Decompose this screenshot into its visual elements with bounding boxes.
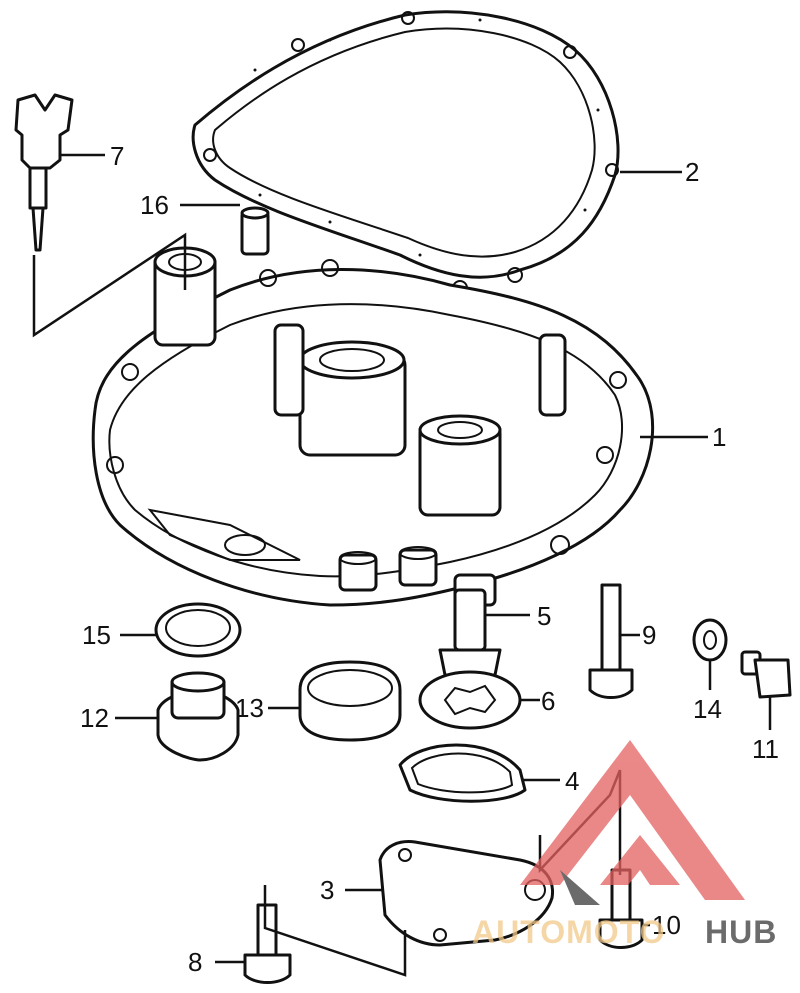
callout-6: 6 [541, 686, 555, 716]
callout-15: 15 [82, 620, 111, 650]
dipstick-part [14, 93, 105, 252]
callout-7: 7 [110, 141, 124, 171]
oil-seal-part [268, 660, 402, 742]
flange-bolt-8-part [215, 903, 292, 984]
dowel-pin-part [180, 203, 270, 256]
pump-gasket-part [398, 743, 560, 803]
callout-12: 12 [80, 703, 109, 733]
watermark-logo: AUTOMOTO HUB [472, 740, 777, 950]
watermark-word1: AUTOMOTO [472, 914, 665, 950]
callout-9: 9 [642, 620, 656, 650]
watermark-arrow [560, 870, 600, 905]
o-ring-part [120, 602, 242, 658]
callout-4: 4 [565, 766, 579, 796]
callout-13: 13 [235, 693, 264, 723]
callout-16: 16 [140, 190, 169, 220]
callout-11: 11 [752, 734, 779, 764]
gasket-part [191, 10, 620, 296]
callout-8: 8 [188, 947, 202, 977]
pump-cover-part [345, 840, 555, 947]
flange-bolt-9-part [588, 583, 640, 699]
crankcase-cover-part [91, 246, 655, 607]
filler-plug-part [115, 671, 240, 762]
callout-3: 3 [320, 875, 334, 905]
washer-part [692, 618, 728, 690]
drain-bolt-part [740, 650, 792, 730]
callout-labels: 1 2 3 4 5 6 7 8 9 10 11 12 13 14 15 16 [80, 141, 779, 977]
watermark-triangle [520, 740, 745, 900]
callout-5: 5 [537, 601, 551, 631]
callout-10: 10 [652, 910, 681, 940]
watermark-inner-triangle [600, 835, 680, 885]
pump-shaft-part [438, 588, 530, 677]
callout-14: 14 [693, 694, 722, 724]
callout-2: 2 [685, 157, 699, 187]
watermark-word2: HUB [705, 914, 777, 950]
callout-1: 1 [712, 422, 726, 452]
pump-rotor-part [418, 670, 540, 730]
